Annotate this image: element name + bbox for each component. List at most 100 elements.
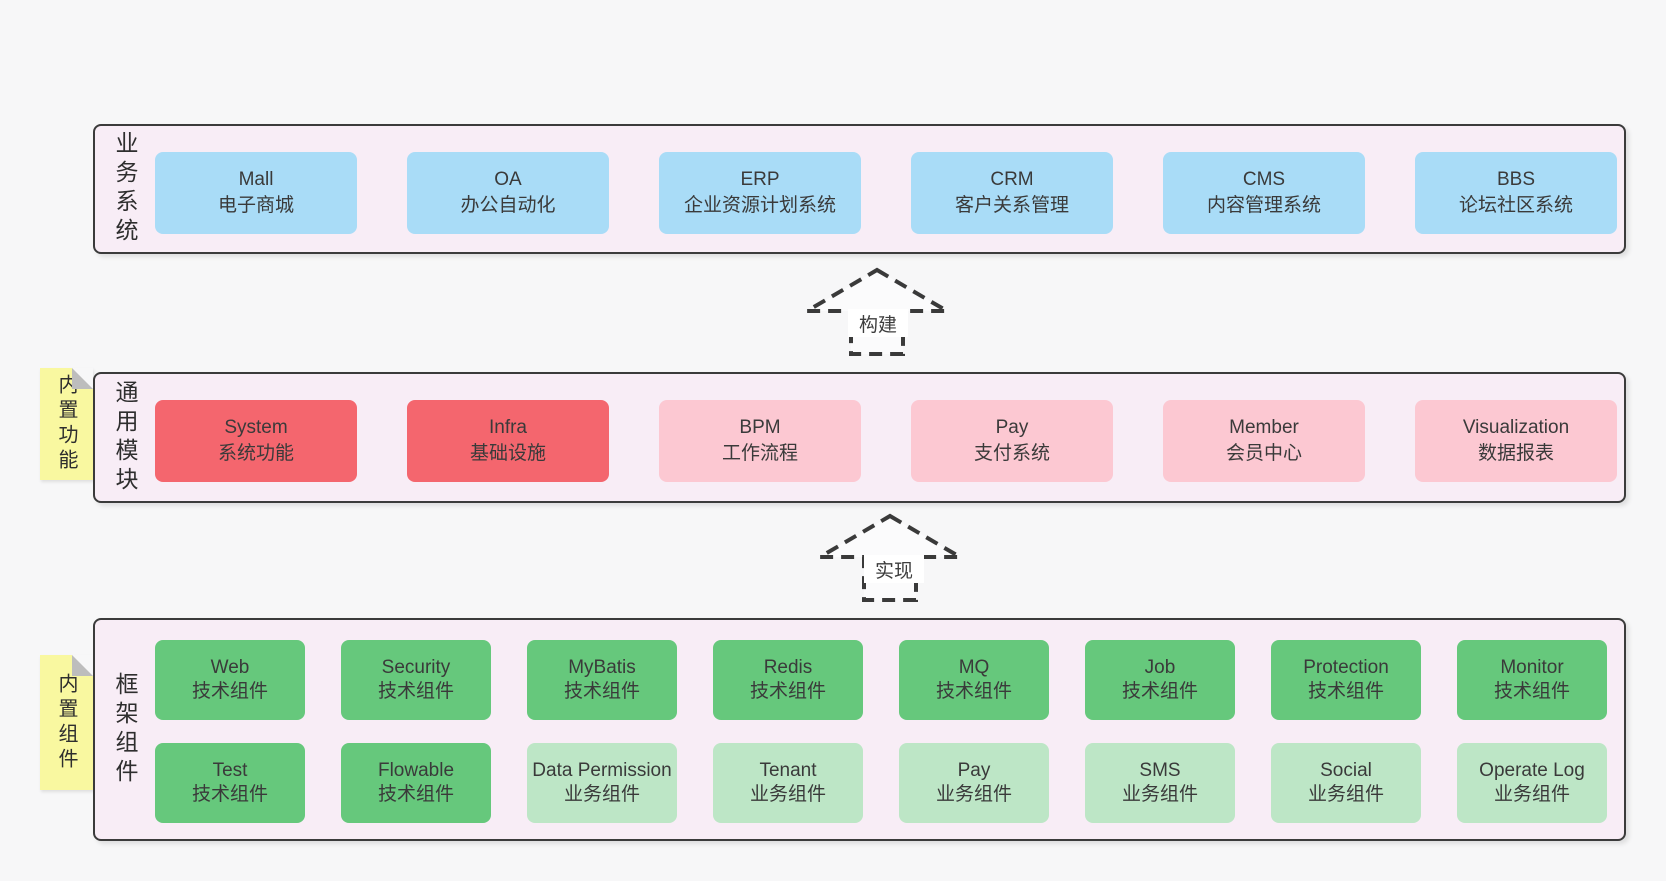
node-name: Operate Log (1479, 760, 1585, 782)
node-name: Infra (488, 417, 528, 439)
node-name: Social (1320, 760, 1372, 782)
node-subtitle: 技术组件 (191, 681, 268, 702)
node-subtitle: 系统功能 (217, 443, 294, 464)
node-subtitle: 业务组件 (563, 784, 640, 805)
node-name: Flowable (377, 760, 455, 782)
node-crm: CRM 客户关系管理 (911, 152, 1113, 234)
node-system: System 系统功能 (155, 400, 357, 482)
layer-common-modules-label: 通用模块 (112, 379, 138, 496)
node-subtitle: 技术组件 (1121, 681, 1198, 702)
common-modules-row: System 系统功能 Infra 基础设施 BPM 工作流程 Pay 支付系统… (155, 400, 1617, 482)
node-tenant: Tenant 业务组件 (713, 743, 863, 823)
node-subtitle: 技术组件 (563, 681, 640, 702)
node-subtitle: 工作流程 (721, 443, 798, 464)
node-subtitle: 会员中心 (1225, 443, 1302, 464)
node-subtitle: 技术组件 (191, 784, 268, 805)
node-name: Job (1144, 657, 1176, 679)
sticky-note-built-in-components: 内置组件 (40, 655, 93, 790)
node-protection: Protection 技术组件 (1271, 640, 1421, 720)
layer-business-systems: 业务系统 Mall 电子商城 OA 办公自动化 ERP 企业资源计划系统 CRM… (93, 124, 1626, 254)
node-name: Monitor (1500, 657, 1564, 679)
node-name: Tenant (759, 760, 817, 782)
node-name: CRM (990, 169, 1034, 191)
node-name: BPM (739, 417, 781, 439)
node-subtitle: 技术组件 (749, 681, 826, 702)
layer-framework-components-label: 框架组件 (112, 671, 138, 788)
node-subtitle: 客户关系管理 (954, 195, 1069, 216)
node-name: ERP (740, 169, 780, 191)
node-subtitle: 内容管理系统 (1206, 195, 1321, 216)
framework-components-row-1: Web 技术组件 Security 技术组件 MyBatis 技术组件 Redi… (155, 640, 1607, 720)
node-cms: CMS 内容管理系统 (1163, 152, 1365, 234)
node-oa: OA 办公自动化 (407, 152, 609, 234)
business-systems-row: Mall 电子商城 OA 办公自动化 ERP 企业资源计划系统 CRM 客户关系… (155, 152, 1617, 234)
framework-components-row-2: Test 技术组件 Flowable 技术组件 Data Permission … (155, 743, 1607, 823)
node-pay-system: Pay 支付系统 (911, 400, 1113, 482)
node-member: Member 会员中心 (1163, 400, 1365, 482)
node-data-permission: Data Permission 业务组件 (527, 743, 677, 823)
node-subtitle: 办公自动化 (460, 195, 556, 216)
node-subtitle: 电子商城 (217, 195, 294, 216)
node-mybatis: MyBatis 技术组件 (527, 640, 677, 720)
node-name: Redis (763, 657, 813, 679)
node-name: Visualization (1462, 417, 1570, 439)
node-subtitle: 业务组件 (1307, 784, 1384, 805)
node-infra: Infra 基础设施 (407, 400, 609, 482)
node-security: Security 技术组件 (341, 640, 491, 720)
node-subtitle: 业务组件 (749, 784, 826, 805)
node-name: CMS (1242, 169, 1286, 191)
node-erp: ERP 企业资源计划系统 (659, 152, 861, 234)
node-name: Pay (957, 760, 991, 782)
node-subtitle: 业务组件 (1493, 784, 1570, 805)
node-subtitle: 技术组件 (377, 681, 454, 702)
node-subtitle: 业务组件 (1121, 784, 1198, 805)
layer-common-modules: 通用模块 System 系统功能 Infra 基础设施 BPM 工作流程 Pay… (93, 372, 1626, 503)
node-redis: Redis 技术组件 (713, 640, 863, 720)
node-subtitle: 技术组件 (935, 681, 1012, 702)
node-name: OA (494, 169, 522, 191)
node-name: Data Permission (532, 760, 672, 782)
sticky-note-built-in-features: 内置功能 (40, 368, 93, 480)
layer-framework-components: 框架组件 Web 技术组件 Security 技术组件 MyBatis 技术组件… (93, 618, 1626, 841)
node-name: SMS (1139, 760, 1181, 782)
node-web: Web 技术组件 (155, 640, 305, 720)
node-subtitle: 支付系统 (973, 443, 1050, 464)
node-name: Member (1229, 417, 1299, 439)
node-pay-component: Pay 业务组件 (899, 743, 1049, 823)
node-bbs: BBS 论坛社区系统 (1415, 152, 1617, 234)
node-name: MQ (958, 657, 990, 679)
node-name: MyBatis (568, 657, 636, 679)
sticky-note-text: 内置组件 (55, 672, 77, 773)
node-social: Social 业务组件 (1271, 743, 1421, 823)
node-operate-log: Operate Log 业务组件 (1457, 743, 1607, 823)
node-sms: SMS 业务组件 (1085, 743, 1235, 823)
node-name: Web (210, 657, 250, 679)
node-monitor: Monitor 技术组件 (1457, 640, 1607, 720)
node-subtitle: 技术组件 (1307, 681, 1384, 702)
node-job: Job 技术组件 (1085, 640, 1235, 720)
node-name: Test (212, 760, 248, 782)
sticky-note-text: 内置功能 (55, 374, 77, 474)
node-name: Mall (238, 169, 274, 191)
node-name: Protection (1303, 657, 1389, 679)
node-name: BBS (1496, 169, 1536, 191)
arrow-build-label: 构建 (848, 309, 908, 337)
node-subtitle: 业务组件 (935, 784, 1012, 805)
node-test: Test 技术组件 (155, 743, 305, 823)
node-name: Security (381, 657, 451, 679)
node-mq: MQ 技术组件 (899, 640, 1049, 720)
node-flowable: Flowable 技术组件 (341, 743, 491, 823)
node-subtitle: 企业资源计划系统 (683, 195, 836, 216)
node-subtitle: 基础设施 (469, 443, 546, 464)
arrow-implement-label: 实现 (864, 555, 924, 583)
node-subtitle: 论坛社区系统 (1458, 195, 1573, 216)
node-name: Pay (995, 417, 1029, 439)
node-name: System (224, 417, 288, 439)
node-visualization: Visualization 数据报表 (1415, 400, 1617, 482)
node-bpm: BPM 工作流程 (659, 400, 861, 482)
layer-business-systems-label: 业务系统 (112, 131, 138, 247)
node-subtitle: 数据报表 (1477, 443, 1554, 464)
node-subtitle: 技术组件 (377, 784, 454, 805)
node-mall: Mall 电子商城 (155, 152, 357, 234)
